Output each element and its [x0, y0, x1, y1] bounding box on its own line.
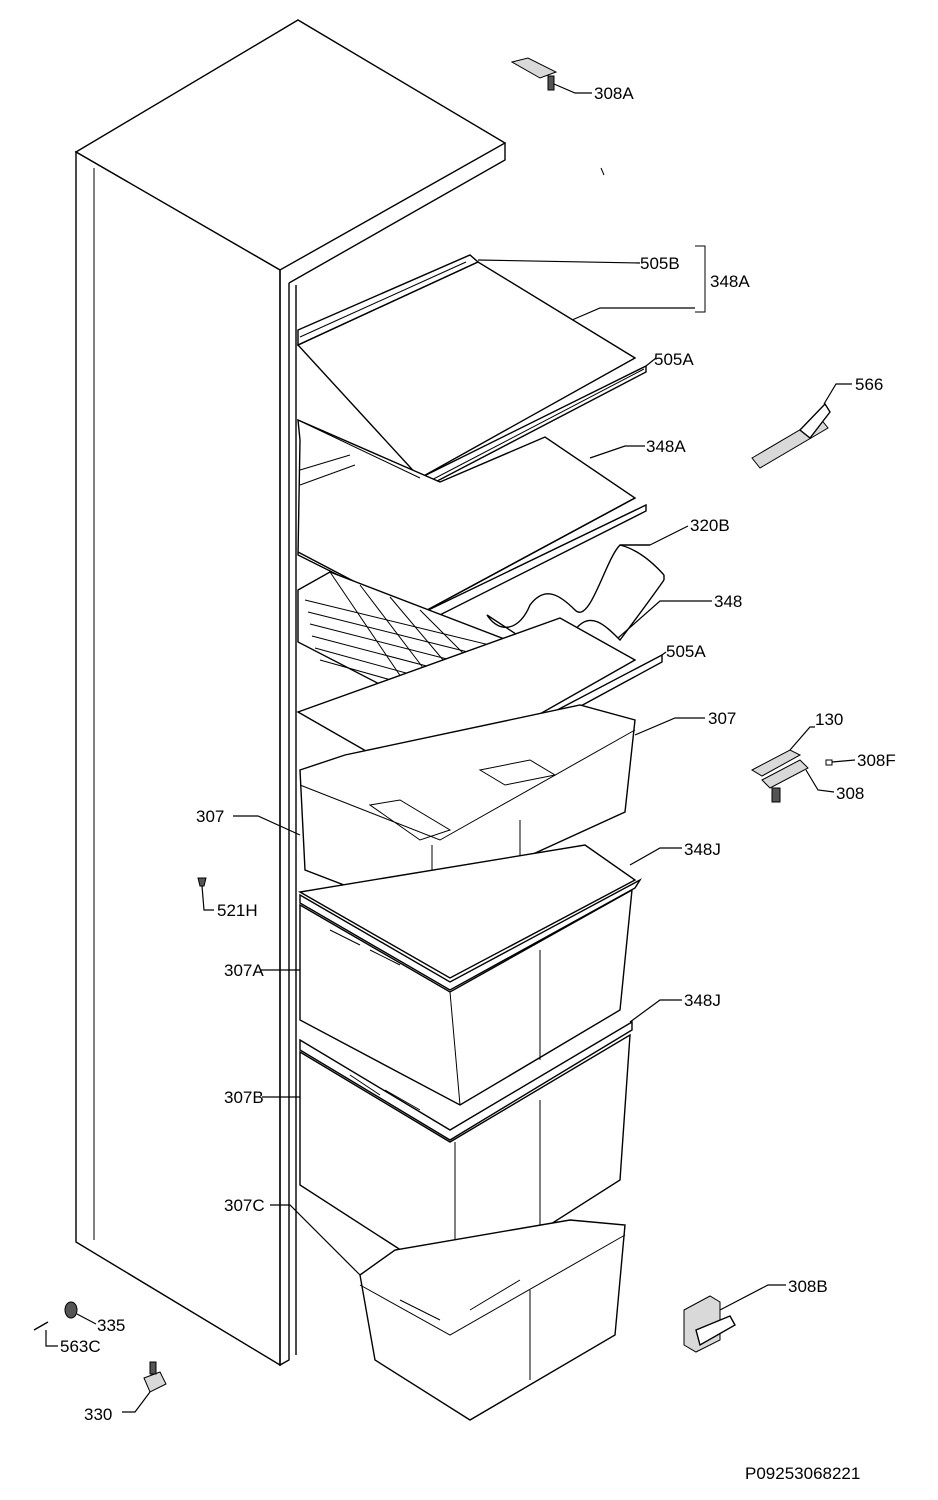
label-308b: 308B [788, 1277, 828, 1296]
label-308f: 308F [857, 751, 896, 770]
label-307c: 307C [224, 1196, 265, 1215]
label-320b: 320B [690, 516, 730, 535]
label-348a-bracket: 348A [710, 272, 750, 291]
handle-566: 566 [751, 375, 883, 469]
drawer-307c [359, 1219, 626, 1421]
label-307b: 307B [224, 1088, 264, 1107]
foot-parts: 335 563C 330 [33, 1301, 167, 1424]
screw-521h: 521H [197, 877, 258, 920]
label-563c: 563C [60, 1337, 101, 1356]
label-348j-2: 348J [684, 991, 721, 1010]
label-505a-top: 505A [654, 350, 694, 369]
drawer-307a [297, 844, 642, 1106]
label-307-left: 307 [196, 807, 224, 826]
cabinet [74, 19, 507, 1367]
top-hinge-308a: 308A [510, 57, 634, 103]
label-307-right: 307 [708, 709, 736, 728]
label-348: 348 [714, 592, 742, 611]
label-307a: 307A [224, 961, 264, 980]
bottom-hinge-308b: 308B [683, 1277, 828, 1353]
label-348j-1: 348J [684, 840, 721, 859]
label-335: 335 [97, 1316, 125, 1335]
door-hinge-assembly: 130 308F 308 [750, 710, 896, 803]
label-308: 308 [836, 784, 864, 803]
label-308a: 308A [594, 84, 634, 103]
label-330: 330 [84, 1405, 112, 1424]
drawing-number: P09253068221 [745, 1464, 860, 1483]
label-130: 130 [815, 710, 843, 729]
label-505b: 505B [640, 254, 680, 273]
label-348a-mid: 348A [646, 437, 686, 456]
label-521h: 521H [217, 901, 258, 920]
label-566: 566 [855, 375, 883, 394]
drawer-307b [299, 1020, 633, 1286]
label-505a-low: 505A [666, 642, 706, 661]
